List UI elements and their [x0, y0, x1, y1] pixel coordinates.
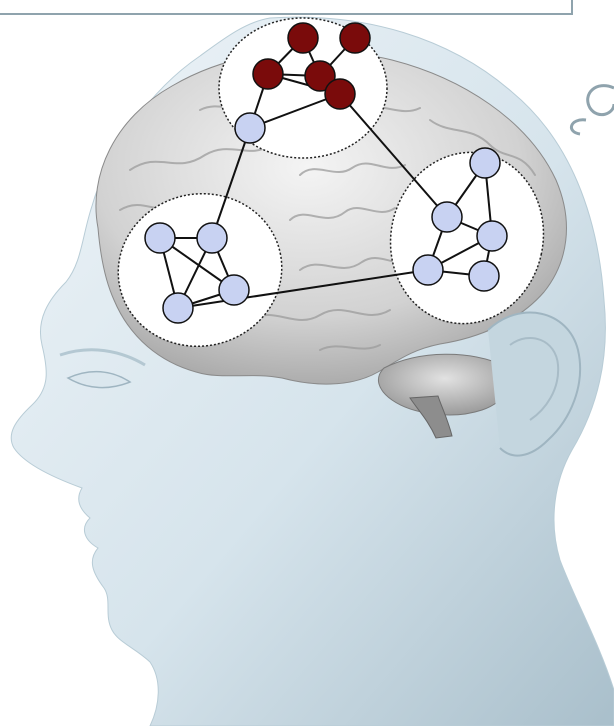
node-r4 [413, 255, 443, 285]
node-r2 [432, 202, 462, 232]
node-t3-active [253, 59, 283, 89]
node-r5 [469, 261, 499, 291]
node-r1 [470, 148, 500, 178]
node-l4 [163, 293, 193, 323]
node-r3 [477, 221, 507, 251]
node-t1-active [288, 23, 318, 53]
node-l1 [145, 223, 175, 253]
slide-frame-line [0, 0, 572, 14]
node-l2 [197, 223, 227, 253]
node-t5-active [325, 79, 355, 109]
node-l3 [219, 275, 249, 305]
decorative-swirl-icon [571, 86, 614, 134]
node-t2-active [340, 23, 370, 53]
node-t6 [235, 113, 265, 143]
